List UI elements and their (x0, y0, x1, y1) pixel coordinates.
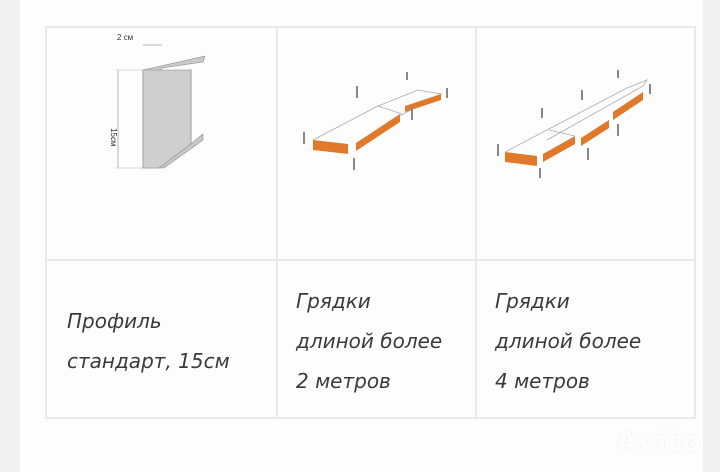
divider (276, 28, 278, 417)
divider (475, 28, 477, 417)
svg-text:2 см: 2 см (117, 33, 133, 42)
caption-line: 4 метров (495, 369, 590, 393)
caption-line: Профиль (67, 309, 162, 333)
bed-2m-caption: Грядки длиной более 2 метров (296, 281, 442, 401)
bed-2m-caption-cell: Грядки длиной более 2 метров (278, 261, 475, 419)
caption-line: стандарт, 15см (67, 349, 230, 373)
profile-image-cell: 2 см 15см (47, 28, 276, 259)
profile-caption-cell: Профиль стандарт, 15см (47, 261, 276, 419)
divider (47, 259, 694, 261)
garden-bed-4m-icon (497, 70, 651, 178)
caption-line: длиной более (495, 329, 642, 353)
caption-line: Грядки (495, 289, 570, 313)
garden-bed-2m-icon (303, 72, 448, 170)
page: 2 см 15см (20, 0, 703, 472)
bed-4m-caption: Грядки длиной более 4 метров (495, 281, 641, 401)
profile-caption: Профиль стандарт, 15см (67, 301, 230, 381)
svg-text:15см: 15см (109, 128, 118, 146)
avito-watermark: Avito (615, 425, 702, 458)
profile-cross-section-icon: 2 см 15см (109, 33, 206, 169)
garden-bed-2m-cell (278, 28, 475, 259)
caption-line: 2 метров (296, 369, 391, 393)
garden-bed-4m-cell (477, 28, 696, 259)
caption-line: длиной более (296, 329, 443, 353)
comparison-table: 2 см 15см (45, 26, 696, 419)
caption-line: Грядки (296, 289, 371, 313)
bed-4m-caption-cell: Грядки длиной более 4 метров (477, 261, 696, 419)
